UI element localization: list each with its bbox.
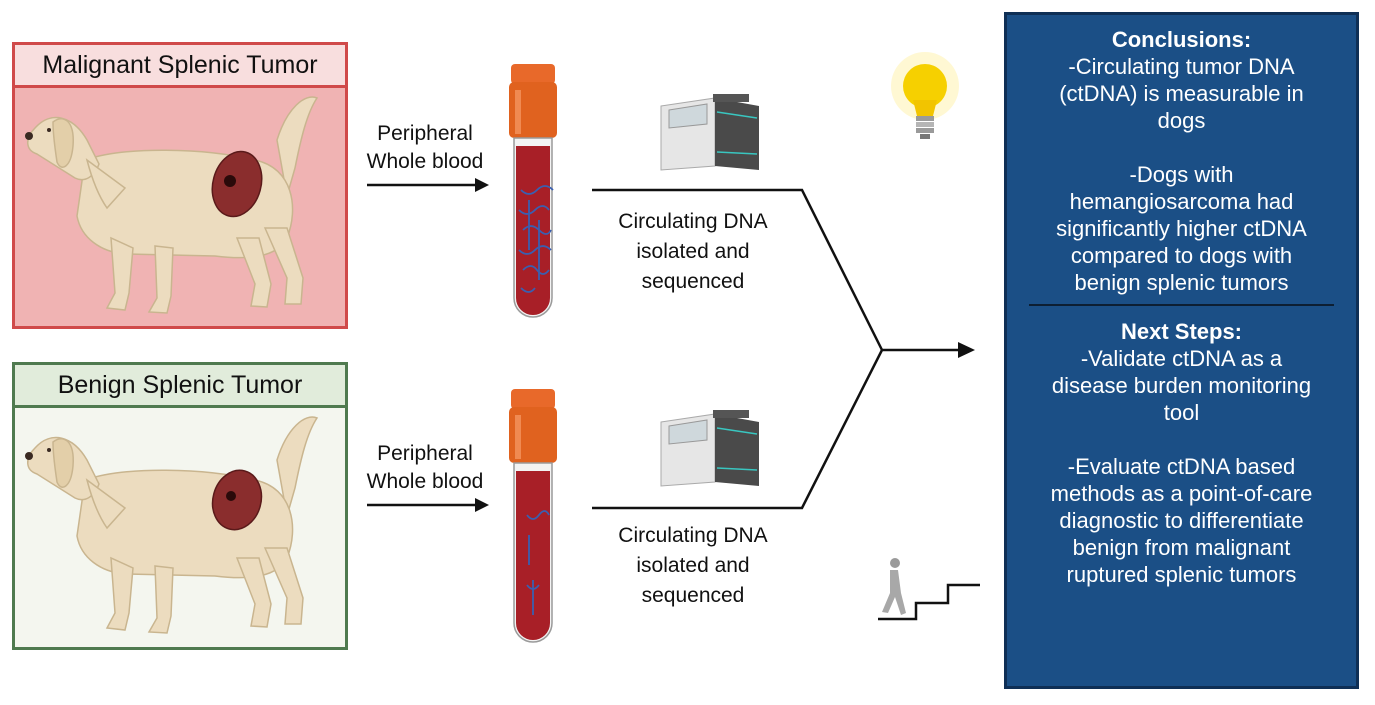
summary-panel: Conclusions: -Circulating tumor DNA (ctD…	[1004, 12, 1359, 689]
next-step-1: -Validate ctDNA as a disease burden moni…	[1051, 346, 1312, 425]
malignant-input-arrow	[367, 178, 489, 192]
next-step-2: -Evaluate ctDNA based methods as a point…	[1050, 454, 1313, 587]
malignant-process-label: Circulating DNA isolated and sequenced	[618, 210, 768, 293]
benign-input-label: Peripheral Whole blood	[366, 442, 484, 493]
lightbulb-icon	[891, 52, 959, 139]
malignant-blood-tube-icon	[509, 64, 557, 318]
next-steps-heading: Next Steps:	[1120, 319, 1243, 344]
conclusion-2: -Dogs with hemangiosarcoma had significa…	[1056, 162, 1307, 295]
merge-connector	[592, 188, 975, 510]
malignant-panel-title: Malignant Splenic Tumor	[15, 45, 345, 88]
conclusions-heading: Conclusions:	[1111, 27, 1252, 52]
benign-blood-tube-icon	[509, 389, 557, 643]
summary-divider	[1029, 304, 1334, 306]
malignant-sequencer-icon	[660, 94, 759, 171]
benign-panel-title: Benign Splenic Tumor	[15, 365, 345, 408]
person-climbing-stairs-icon	[878, 558, 980, 621]
conclusion-1: -Circulating tumor DNA (ctDNA) is measur…	[1059, 54, 1304, 133]
benign-process-label: Circulating DNA isolated and sequenced	[618, 524, 768, 607]
malignant-panel: Malignant Splenic Tumor	[12, 42, 348, 329]
malignant-dog-icon	[25, 96, 319, 314]
benign-dog-icon	[25, 416, 319, 634]
malignant-input-label: Peripheral Whole blood	[366, 122, 484, 173]
benign-sequencer-icon	[660, 410, 759, 487]
benign-input-arrow	[367, 498, 489, 512]
